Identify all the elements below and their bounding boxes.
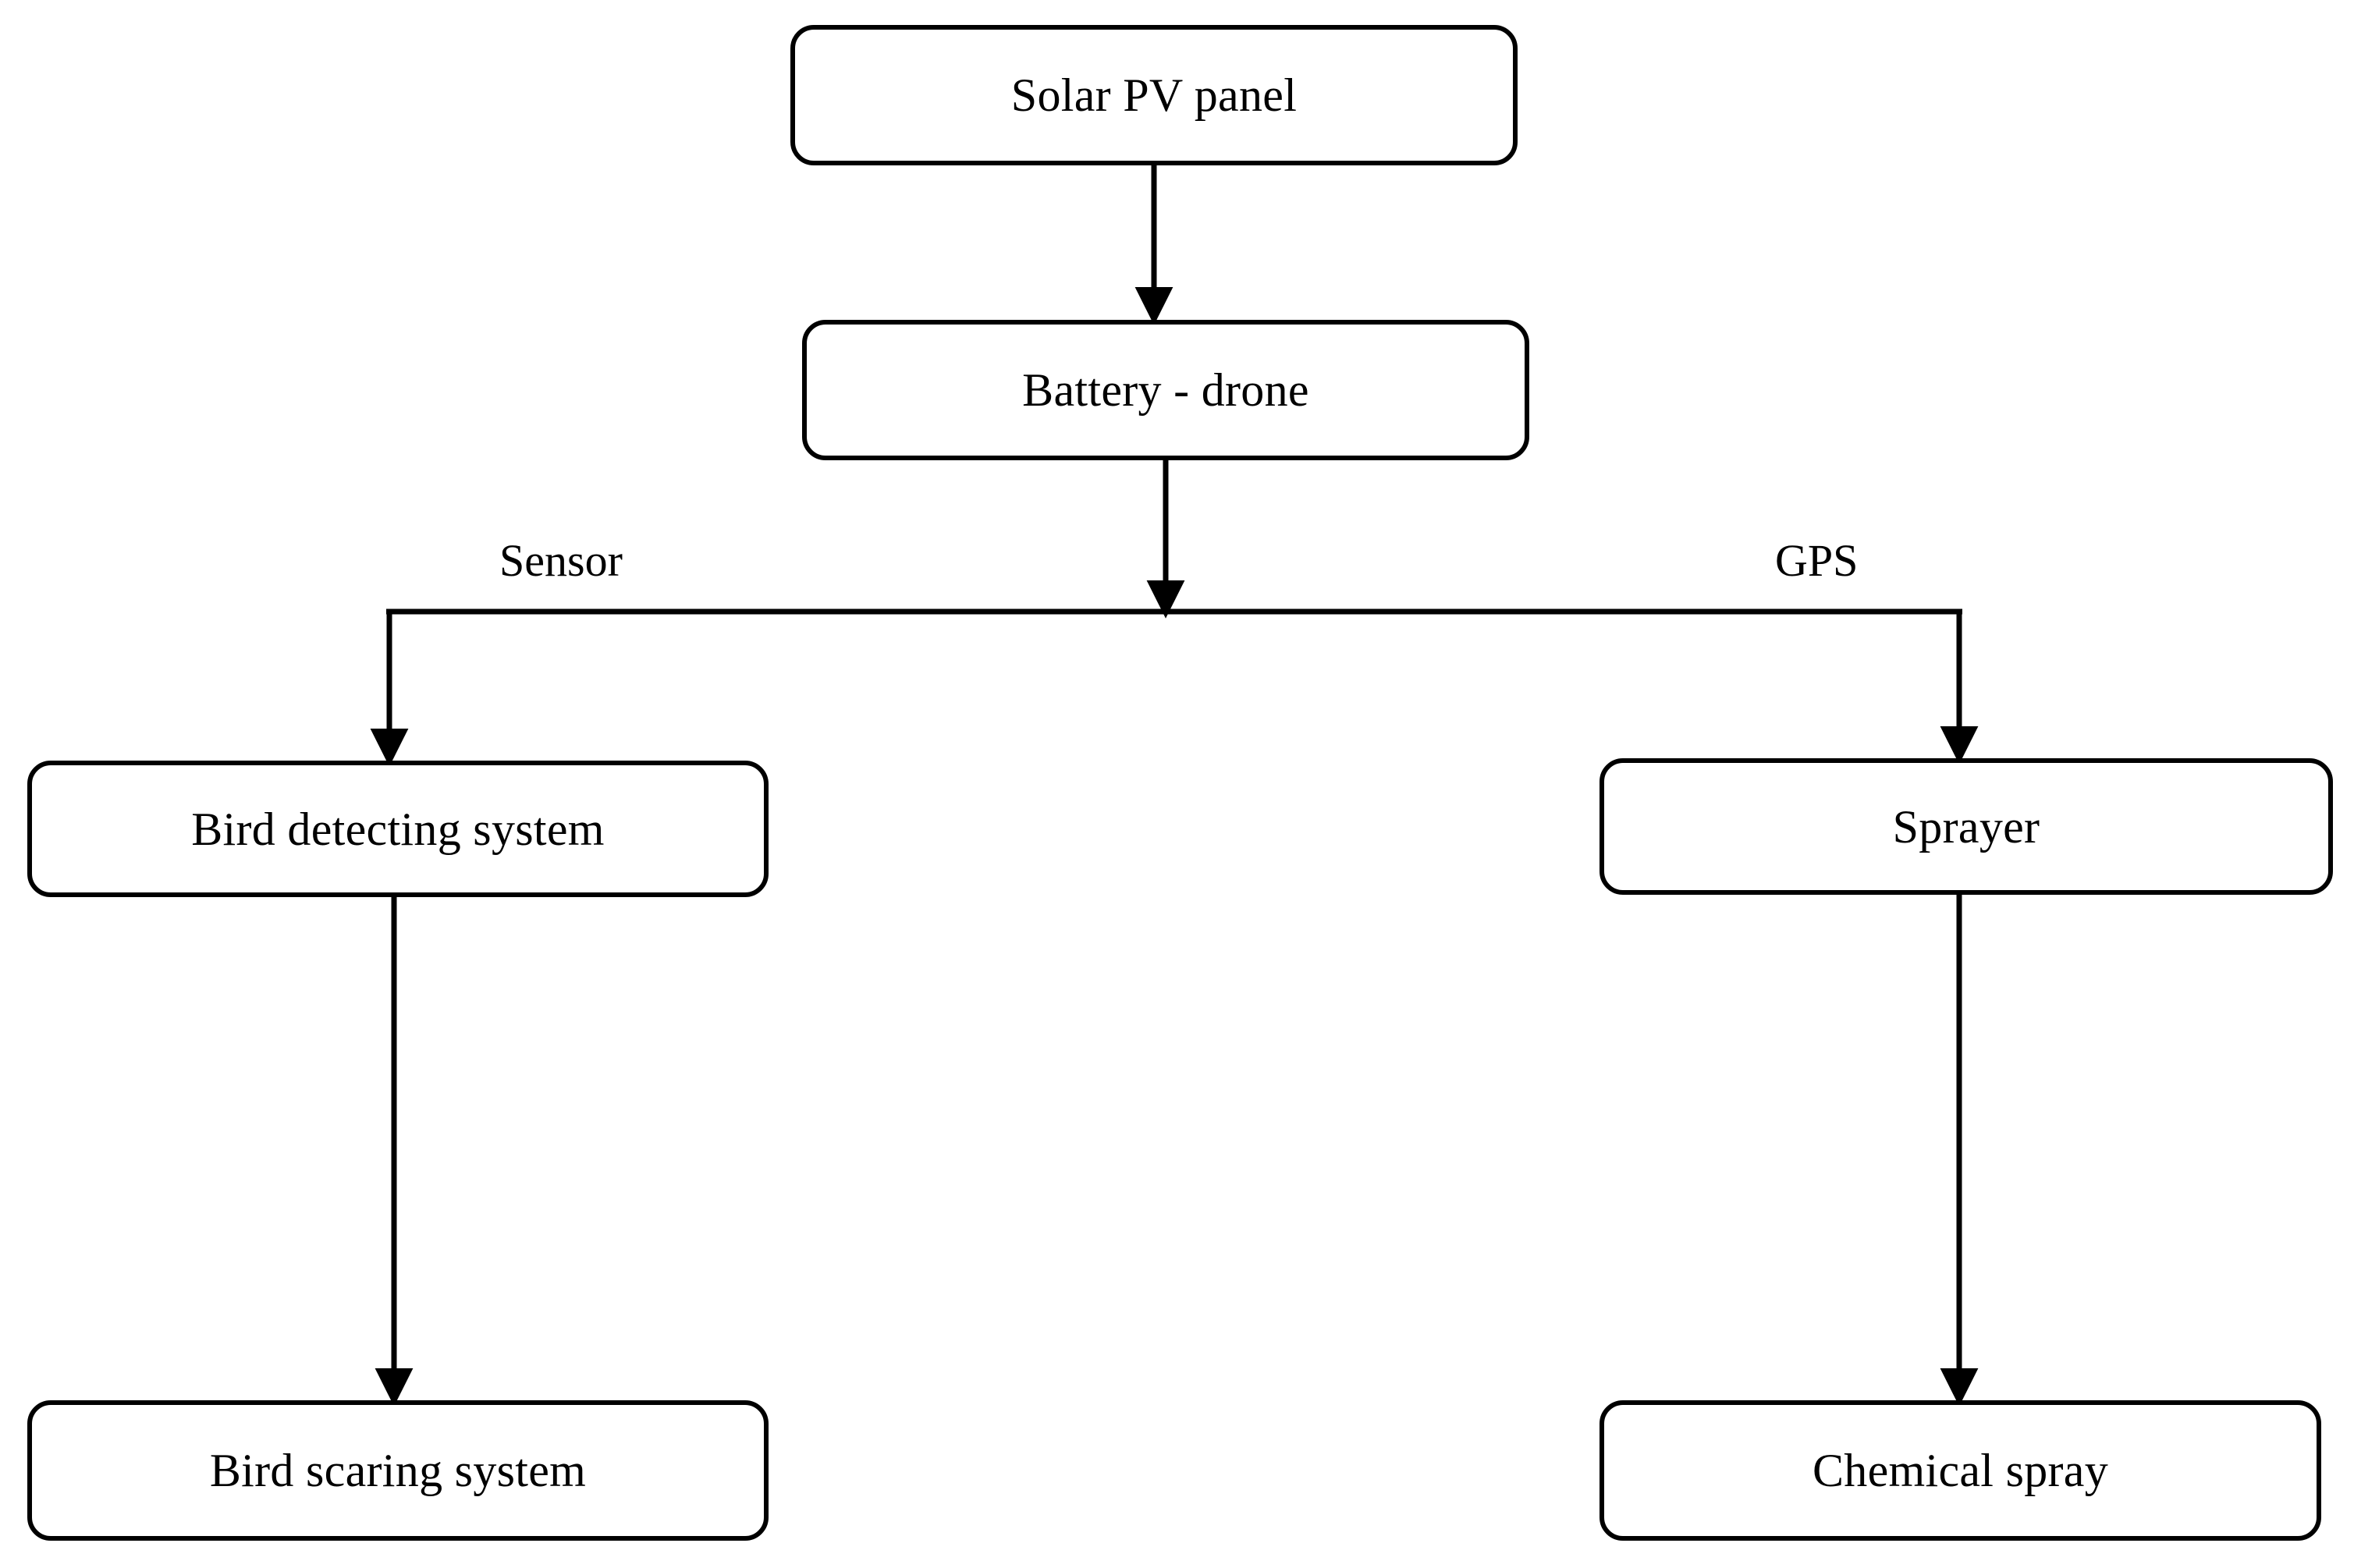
node-sprayer[interactable]: Sprayer bbox=[1600, 758, 2333, 895]
edge-label-sensor: Sensor bbox=[499, 535, 623, 586]
node-bird-scaring-system[interactable]: Bird scaring system bbox=[27, 1400, 769, 1541]
node-chemical-spray-label: Chemical spray bbox=[1812, 1445, 2109, 1496]
node-battery-drone-label: Battery - drone bbox=[1022, 364, 1309, 416]
node-solar-pv-panel-label: Solar PV panel bbox=[1010, 69, 1298, 121]
node-bird-scaring-system-label: Bird scaring system bbox=[209, 1445, 587, 1496]
node-bird-detecting-system[interactable]: Bird detecting system bbox=[27, 761, 769, 897]
node-solar-pv-panel[interactable]: Solar PV panel bbox=[790, 25, 1518, 165]
node-bird-detecting-system-label: Bird detecting system bbox=[191, 803, 605, 855]
node-battery-drone[interactable]: Battery - drone bbox=[802, 320, 1529, 460]
edge-label-gps: GPS bbox=[1775, 535, 1859, 586]
node-sprayer-label: Sprayer bbox=[1892, 800, 2040, 853]
node-chemical-spray[interactable]: Chemical spray bbox=[1600, 1400, 2321, 1541]
